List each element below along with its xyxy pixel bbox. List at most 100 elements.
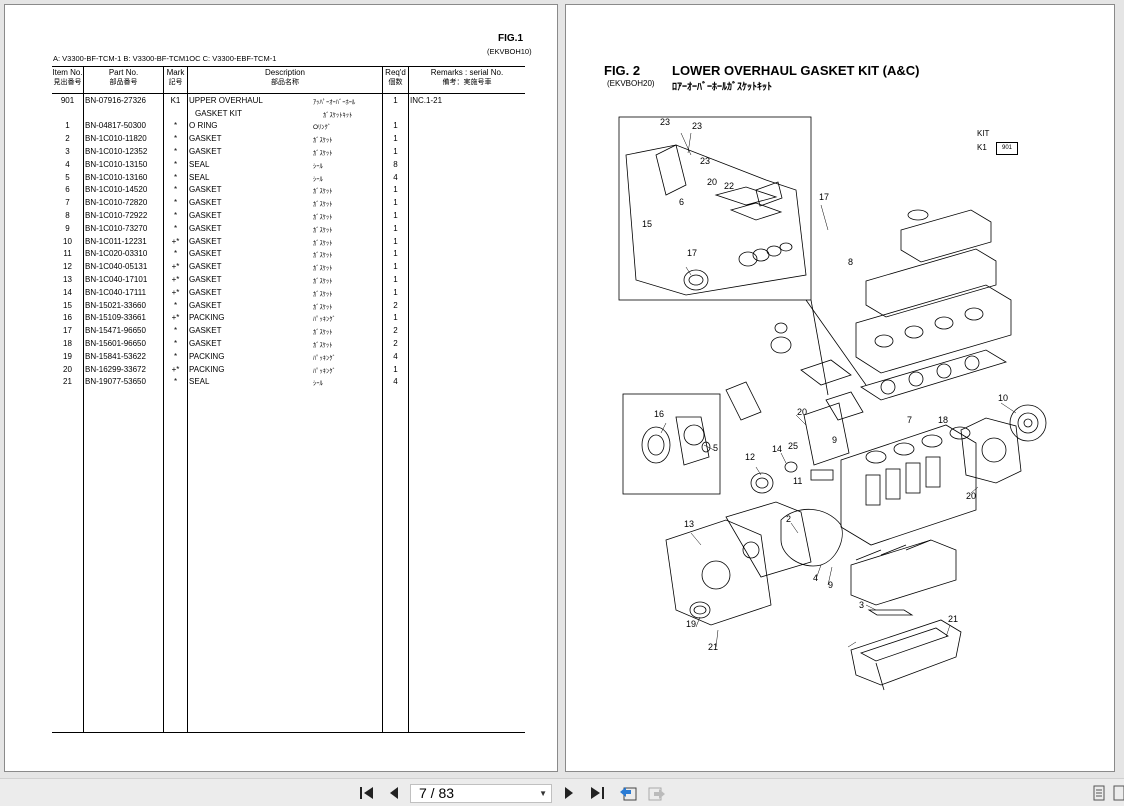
page-number-value: 7 / 83 bbox=[419, 785, 455, 801]
cell-reqd-qty: 1 bbox=[393, 223, 398, 233]
cell-reqd-qty: 1 bbox=[393, 96, 398, 105]
cell-description: GASKET bbox=[189, 326, 222, 336]
cell-description-jp: ｶﾞｽｹｯﾄ bbox=[313, 239, 333, 247]
page-number-select[interactable]: 7 / 83 ▼ bbox=[410, 784, 552, 803]
cell-mark: +* bbox=[171, 262, 180, 272]
cell-description: PACKING bbox=[189, 364, 225, 374]
cell-description: GASKET bbox=[189, 249, 222, 259]
cell-mark: * bbox=[173, 185, 178, 195]
cell-item-no: 6 bbox=[65, 185, 70, 195]
cell-part-no: BN-1C010-72820 bbox=[85, 198, 148, 208]
callout-20: 20 bbox=[707, 177, 718, 187]
cell-part-no: BN-15109-33661 bbox=[85, 313, 146, 323]
cell-item-no: 16 bbox=[63, 313, 72, 323]
go-back-icon[interactable] bbox=[617, 783, 639, 803]
cell-description-jp: ｶﾞｽｹｯﾄ bbox=[313, 213, 333, 221]
cell-reqd-qty: 4 bbox=[393, 377, 398, 387]
cell-reqd-qty: 1 bbox=[393, 185, 398, 195]
cell-description-jp: ｼｰﾙ bbox=[313, 162, 323, 170]
cell-item-no: 1 bbox=[65, 121, 70, 131]
cell-description-jp: ｶﾞｽｹｯﾄ bbox=[313, 149, 333, 157]
cell-description: GASKET bbox=[189, 134, 222, 144]
cell-reqd-qty: 1 bbox=[393, 121, 398, 131]
cell-description-jp: ｱｯﾊﾟｰｵｰﾊﾞｰﾎｰﾙ bbox=[313, 99, 356, 106]
two-page-view-icon[interactable] bbox=[1112, 783, 1124, 803]
header-item: Item No.見出番号 bbox=[52, 68, 83, 86]
cell-part-no: BN-1C010-72922 bbox=[85, 210, 148, 220]
cell-item-no: 4 bbox=[65, 159, 70, 169]
cell-reqd-qty: 1 bbox=[393, 210, 398, 220]
cell-description: GASKET bbox=[189, 185, 222, 195]
last-page-icon[interactable] bbox=[587, 783, 607, 803]
cell-reqd-qty: 1 bbox=[393, 198, 398, 208]
cell-description-jp: ｶﾞｽｹｯﾄ bbox=[313, 252, 333, 260]
cell-description: PACKING bbox=[189, 351, 225, 361]
cell-description: O RING bbox=[189, 121, 218, 131]
cell-description-jp: ｶﾞｽｹｯﾄ bbox=[313, 277, 333, 285]
cell-reqd-qty: 8 bbox=[393, 159, 398, 169]
prev-page-icon[interactable] bbox=[385, 783, 403, 803]
cell-item-no: 901 bbox=[60, 96, 75, 105]
first-page-icon[interactable] bbox=[357, 783, 377, 803]
cell-reqd-qty: 1 bbox=[393, 313, 398, 323]
cell-reqd-qty: 4 bbox=[393, 351, 398, 361]
cell-description: GASKET bbox=[189, 274, 222, 284]
cell-item-no: 10 bbox=[63, 236, 72, 246]
callout-9: 9 bbox=[832, 435, 838, 445]
callout-17: 17 bbox=[687, 248, 698, 258]
cell-description: GASKET KIT bbox=[195, 108, 242, 118]
callout-2: 2 bbox=[786, 514, 792, 524]
chevron-down-icon[interactable]: ▼ bbox=[539, 789, 547, 798]
cell-description-jp: ｶﾞｽｹｯﾄ bbox=[313, 329, 333, 337]
cell-mark: +* bbox=[171, 274, 180, 284]
cell-description: GASKET bbox=[189, 210, 222, 220]
cell-part-no: BN-15841-53622 bbox=[85, 351, 146, 361]
callout-18: 18 bbox=[938, 415, 949, 425]
cell-mark: * bbox=[173, 210, 178, 220]
go-forward-icon[interactable] bbox=[646, 783, 668, 803]
cell-part-no: BN-07916-27326 bbox=[85, 96, 146, 105]
cell-description: SEAL bbox=[189, 159, 210, 169]
fig1-label: FIG.1 bbox=[498, 33, 524, 44]
cell-item-no: 18 bbox=[63, 338, 72, 348]
cell-item-no: 15 bbox=[63, 300, 72, 310]
page-navigation-toolbar: 7 / 83 ▼ bbox=[0, 778, 1124, 806]
cell-part-no: BN-15021-33660 bbox=[85, 300, 146, 310]
header-part: Part No.部品番号 bbox=[108, 68, 139, 86]
cell-part-no: BN-16299-33672 bbox=[85, 364, 146, 374]
cell-reqd-qty: 2 bbox=[393, 300, 398, 310]
kit-code: K1 bbox=[977, 143, 987, 152]
cell-description: SEAL bbox=[189, 377, 210, 387]
cell-part-no: BN-19077-53650 bbox=[85, 377, 146, 387]
single-page-view-icon[interactable] bbox=[1090, 783, 1108, 803]
next-page-icon[interactable] bbox=[560, 783, 578, 803]
cell-description: GASKET bbox=[189, 146, 222, 156]
cell-item-no: 20 bbox=[63, 364, 72, 374]
cell-reqd-qty: 2 bbox=[393, 326, 398, 336]
cell-mark: +* bbox=[171, 236, 180, 246]
cell-description: GASKET bbox=[189, 198, 222, 208]
cell-item-no: 13 bbox=[63, 274, 72, 284]
callout-19: 19 bbox=[686, 619, 697, 629]
cell-mark: * bbox=[173, 172, 178, 182]
cell-item-no: 5 bbox=[65, 172, 70, 182]
cell-mark: * bbox=[173, 338, 178, 348]
cell-item-no: 3 bbox=[65, 146, 70, 156]
cell-reqd-qty: 1 bbox=[393, 287, 398, 297]
cell-part-no: BN-04817-50300 bbox=[85, 121, 146, 131]
callout-25: 25 bbox=[788, 441, 799, 451]
cell-description-jp: ｶﾞｽｹｯﾄｷｯﾄ bbox=[323, 111, 353, 119]
exploded-diagram bbox=[618, 116, 1047, 691]
cell-mark: K1 bbox=[170, 96, 181, 105]
callout-10: 10 bbox=[998, 393, 1009, 403]
callout-23: 23 bbox=[660, 117, 671, 127]
